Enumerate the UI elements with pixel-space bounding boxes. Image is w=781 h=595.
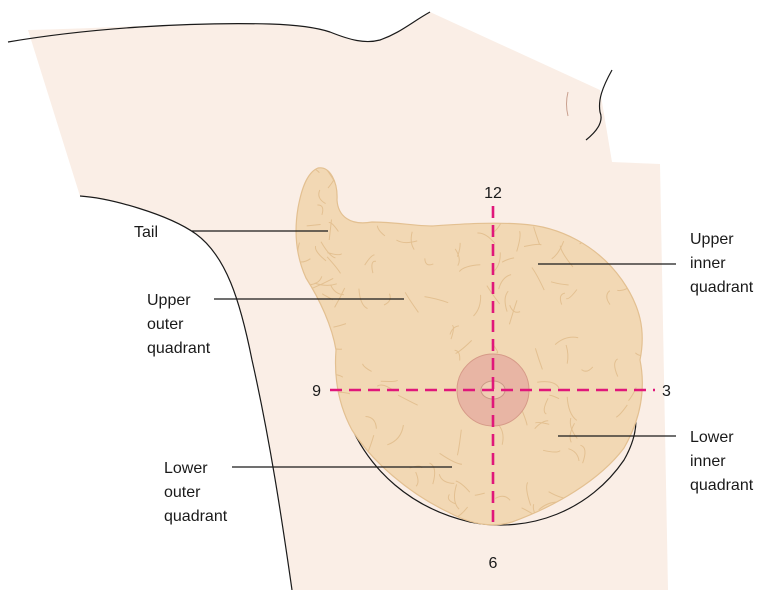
clock-3-label: 3 bbox=[662, 383, 671, 400]
lower-inner-label: Lower inner quadrant bbox=[690, 429, 754, 494]
upper-outer-label: Upper outer quadrant bbox=[147, 292, 211, 357]
lower-outer-label: Lower outer quadrant bbox=[164, 460, 228, 525]
clock-12-label: 12 bbox=[484, 185, 502, 202]
clock-9-label: 9 bbox=[312, 383, 321, 400]
upper-inner-label: Upper inner quadrant bbox=[690, 231, 754, 296]
tail-label: Tail bbox=[134, 224, 158, 241]
clock-6-label: 6 bbox=[489, 555, 498, 572]
